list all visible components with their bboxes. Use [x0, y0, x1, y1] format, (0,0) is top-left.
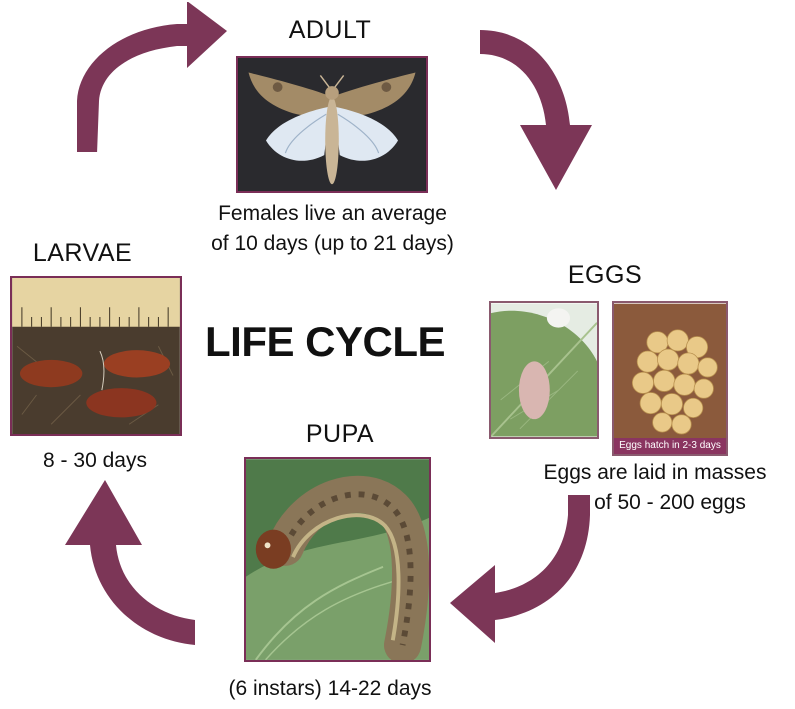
adult-moth-photo [236, 56, 428, 193]
pupae-with-ruler-photo [10, 276, 182, 436]
egg-mass-on-leaf-photo [489, 301, 599, 439]
egg-hatch-label: Eggs hatch in 2-3 days [614, 438, 726, 454]
bottom-right-arrow [450, 495, 590, 645]
eggs-title: EGGS [555, 261, 655, 290]
larvae-caption: 8 - 30 days [35, 446, 155, 476]
adult-caption: Females live an average of 10 days (up t… [180, 199, 485, 259]
egg-cluster-photo: Eggs hatch in 2-3 days [612, 301, 728, 456]
adult-title: ADULT [265, 16, 395, 45]
adult-caption-line1: Females live an average [180, 199, 485, 229]
caterpillar-on-leaf-photo [244, 457, 431, 662]
eggs-caption-line1: Eggs are laid in masses [540, 458, 770, 488]
larvae-title: LARVAE [20, 239, 145, 268]
center-title: LIFE CYCLE [205, 318, 445, 366]
top-right-arrow [470, 30, 610, 195]
adult-caption-line2: of 10 days (up to 21 days) [180, 229, 485, 259]
bottom-left-arrow [60, 480, 210, 645]
pupa-caption: (6 instars) 14-22 days [200, 674, 460, 704]
pupa-title: PUPA [290, 420, 390, 449]
top-left-arrow [72, 2, 232, 152]
